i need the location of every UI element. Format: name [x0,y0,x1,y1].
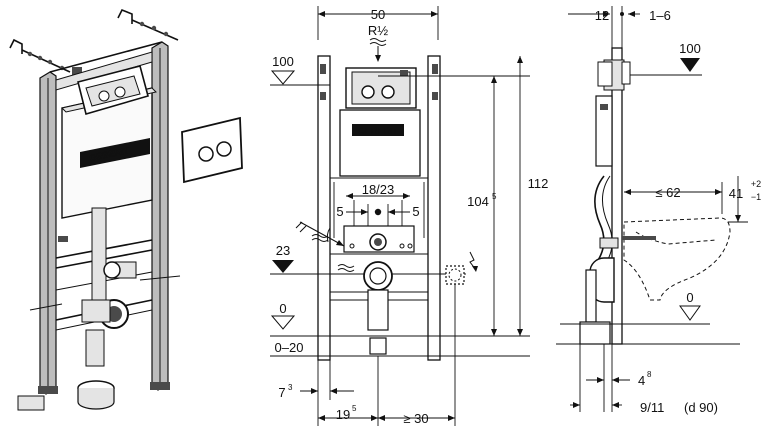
side-level-0-label: 0 [686,290,693,305]
side-bottom-9-11: 9/11 [640,400,664,415]
front-height-104-exp: 5 [492,192,497,201]
front-offset-right: 5 [412,204,419,219]
front-drain [363,261,393,355]
side-level-0: 0 [556,290,740,345]
front-bottom-7: 7 [278,385,285,400]
side-top-12: 12 [595,8,609,23]
front-view: 50 R½ GEBERIT [270,6,548,426]
front-electric-box [445,251,478,426]
front-offset-left: 5 [336,204,343,219]
cistern: GEBERIT [61,65,157,219]
front-bottom-19-exp: 5 [352,404,357,413]
front-level-0: 0 0–20 [270,301,530,357]
frame-uprights [17,41,170,411]
wall-bracket-left [9,38,82,75]
front-bottom-30: ≥ 30 [403,411,428,426]
side-top-1-6: 1–6 [649,8,671,23]
front-dim-width: 50 [371,7,385,22]
front-connection-block [295,221,415,253]
perspective-view: GEBERIT [9,8,243,411]
side-bottom-d90: (d 90) [684,400,718,415]
wall-bracket-right [117,8,179,41]
side-tol-minus: −1 [751,192,761,202]
side-view: 12 1–6 100 [556,6,761,415]
front-dim-104: 104 5 [467,76,497,336]
side-dim-62-label: ≤ 62 [655,185,680,200]
front-dim-18-23: 18/23 [333,182,425,238]
front-height-112-label: 112 [528,176,549,191]
side-dim-41: 41 +2 −1 [728,176,761,223]
front-bottom-7-exp: 3 [288,383,293,392]
front-dim-18-23-label: 18/23 [362,182,395,197]
front-inlet-label: R½ [368,23,388,38]
front-level-100-label: 100 [272,54,294,69]
side-toilet [622,217,731,301]
side-bottom-dims: 4 8 9/11 (d 90) [570,344,718,415]
side-bottom-4-exp: 8 [647,370,652,379]
front-frame [317,55,441,361]
front-level-100: 100 [270,54,530,86]
front-floor-range-label: 0–20 [275,340,304,355]
front-level-23-label: 23 [276,243,290,258]
front-height-104-label: 104 [467,194,489,209]
front-dim-112: 112 [517,56,548,336]
front-cistern: GEBERIT [339,67,421,177]
side-dim-62: ≤ 62 [624,182,723,214]
front-bottom-19: 19 [336,407,350,422]
front-bottom-dims: 7 3 19 5 ≥ 30 [278,356,455,426]
side-tol-plus: +2 [751,179,761,189]
side-bottom-4: 4 [638,373,645,388]
dim-width-50: 50 [317,6,439,40]
front-brand-label: GEBERIT [358,126,399,136]
side-level-100: 100 [630,41,702,76]
flush-plate [181,116,243,184]
frame-top-rail [49,41,163,91]
frame-lower [29,207,181,410]
side-level-100-label: 100 [679,41,701,56]
front-level-0-label: 0 [279,301,286,316]
side-frame [579,47,631,345]
side-dim-41-label: 41 [729,186,743,201]
